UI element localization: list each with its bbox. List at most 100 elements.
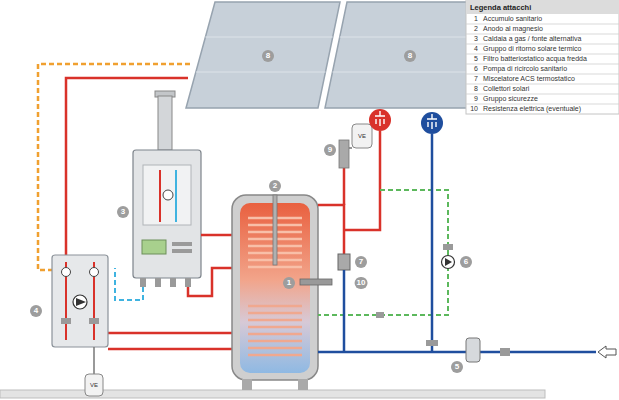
- table-cell: 3: [466, 35, 478, 42]
- valve-symbol: [500, 348, 510, 356]
- table-cell: Anodo al magnesio: [483, 25, 543, 32]
- callout-number: 1: [283, 277, 295, 289]
- tank-foot: [242, 379, 252, 390]
- table-rule: [466, 44, 619, 45]
- inlet-arrow: [598, 346, 616, 358]
- electric-heater: [300, 279, 332, 285]
- thermostatic-mixer: [338, 254, 350, 270]
- coil-turn: [248, 340, 302, 343]
- legend-table: [466, 0, 619, 114]
- collector-grid: [196, 72, 326, 73]
- recirculation-pump: [445, 258, 452, 266]
- valve-symbol: [140, 278, 146, 287]
- pump-symbol: [76, 298, 86, 306]
- valve-symbol: [89, 318, 99, 324]
- callout-number: 6: [460, 256, 472, 268]
- legend-rules: [466, 24, 619, 104]
- safety-group: [339, 140, 349, 168]
- valve-symbol: [155, 278, 161, 287]
- boiler-pipe: [159, 170, 161, 222]
- collector-grid: [205, 37, 332, 38]
- boiler-control: [172, 242, 192, 246]
- table-rule: [466, 104, 619, 105]
- shower-icon: [427, 114, 437, 129]
- solar-collector: [186, 2, 340, 108]
- table-rule: [466, 34, 619, 35]
- table-rule: [466, 84, 619, 85]
- boiler-control: [172, 249, 192, 253]
- table-rule: [466, 24, 619, 25]
- expansion-vessel: [352, 124, 372, 148]
- lower-coil: [248, 306, 302, 355]
- table-cell: Caldaia a gas / fonte alternativa: [483, 35, 581, 42]
- pump-symbol: [73, 295, 87, 309]
- gauge-symbol: [62, 268, 71, 277]
- table-cell: Miscelatore ACS termostatico: [483, 75, 575, 82]
- coil-turn: [248, 347, 302, 350]
- legend-header: [466, 0, 619, 14]
- hot-water-pipe: [318, 205, 344, 254]
- coil-turn: [248, 266, 302, 269]
- coil-turn: [248, 319, 302, 322]
- cold-water-main: [318, 351, 596, 354]
- table-rule: [466, 64, 619, 65]
- table-rule: [466, 94, 619, 95]
- boiler-display: [142, 240, 166, 254]
- cold-water-pipe: [431, 134, 434, 352]
- cold-water-pipe: [115, 268, 143, 300]
- recirculation-pump: [442, 256, 455, 269]
- callout-number: 10: [355, 277, 368, 289]
- table-rule: [466, 54, 619, 55]
- boiler-return-pipe: [188, 268, 232, 296]
- table-cell: 10: [466, 105, 478, 112]
- shower-icon: [375, 111, 385, 126]
- valve-symbol: [443, 244, 453, 250]
- coil-turn: [248, 333, 302, 336]
- callout-number: 2: [269, 180, 281, 192]
- vessel-pipe: [349, 147, 352, 149]
- table-cell: Gruppo sicurezze: [483, 95, 538, 102]
- callout-number: 4: [30, 305, 42, 317]
- coil-turn: [248, 305, 302, 308]
- solar-group: [52, 255, 108, 347]
- boiler-pump: [163, 190, 173, 200]
- magnesium-anode: [273, 195, 277, 265]
- table-cell: Collettori solari: [483, 85, 529, 92]
- table-cell: Pompa di ricircolo sanitario: [483, 65, 567, 72]
- callout-number: 8: [404, 50, 416, 62]
- safety-pipe: [343, 168, 346, 205]
- solar-coil-pipe: [108, 348, 232, 351]
- cold-to-mixer-pipe: [343, 270, 346, 352]
- table-cell: Filtro batteriostatico acqua fredda: [483, 55, 587, 62]
- boiler-pipe: [175, 170, 177, 222]
- table-cell: Gruppo di ritorno solare termico: [483, 45, 581, 52]
- table-cell: 4: [466, 45, 478, 52]
- valve-symbol: [61, 318, 71, 324]
- recirculation-pipe: [318, 190, 448, 315]
- table-cell: 7: [466, 75, 478, 82]
- valve-symbol: [376, 312, 384, 318]
- legend-heading: Legenda attacchi: [470, 3, 531, 12]
- callout-number: 7: [355, 256, 367, 268]
- table-cell: Resistenza elettrica (eventuale): [483, 105, 581, 112]
- floor: [0, 390, 545, 398]
- coil-turn: [248, 354, 302, 357]
- boiler-body: [143, 165, 191, 225]
- table-cell: 9: [466, 95, 478, 102]
- vessel-label: VE: [90, 382, 98, 388]
- boiler-flow-pipe: [201, 234, 232, 237]
- valve-symbol: [185, 278, 191, 287]
- bacteriostatic-filter: [466, 338, 480, 362]
- hot-tap: [369, 109, 391, 131]
- tank-foot: [298, 379, 308, 390]
- callout-number: 8: [262, 50, 274, 62]
- table-cell: Accumulo sanitario: [483, 15, 542, 22]
- vessel-label: VE: [358, 133, 366, 139]
- callout-number: 3: [117, 206, 129, 218]
- cold-tap: [421, 112, 443, 134]
- table-cell: 8: [466, 85, 478, 92]
- callout-number: 5: [451, 361, 463, 373]
- callout-number: 9: [324, 144, 336, 156]
